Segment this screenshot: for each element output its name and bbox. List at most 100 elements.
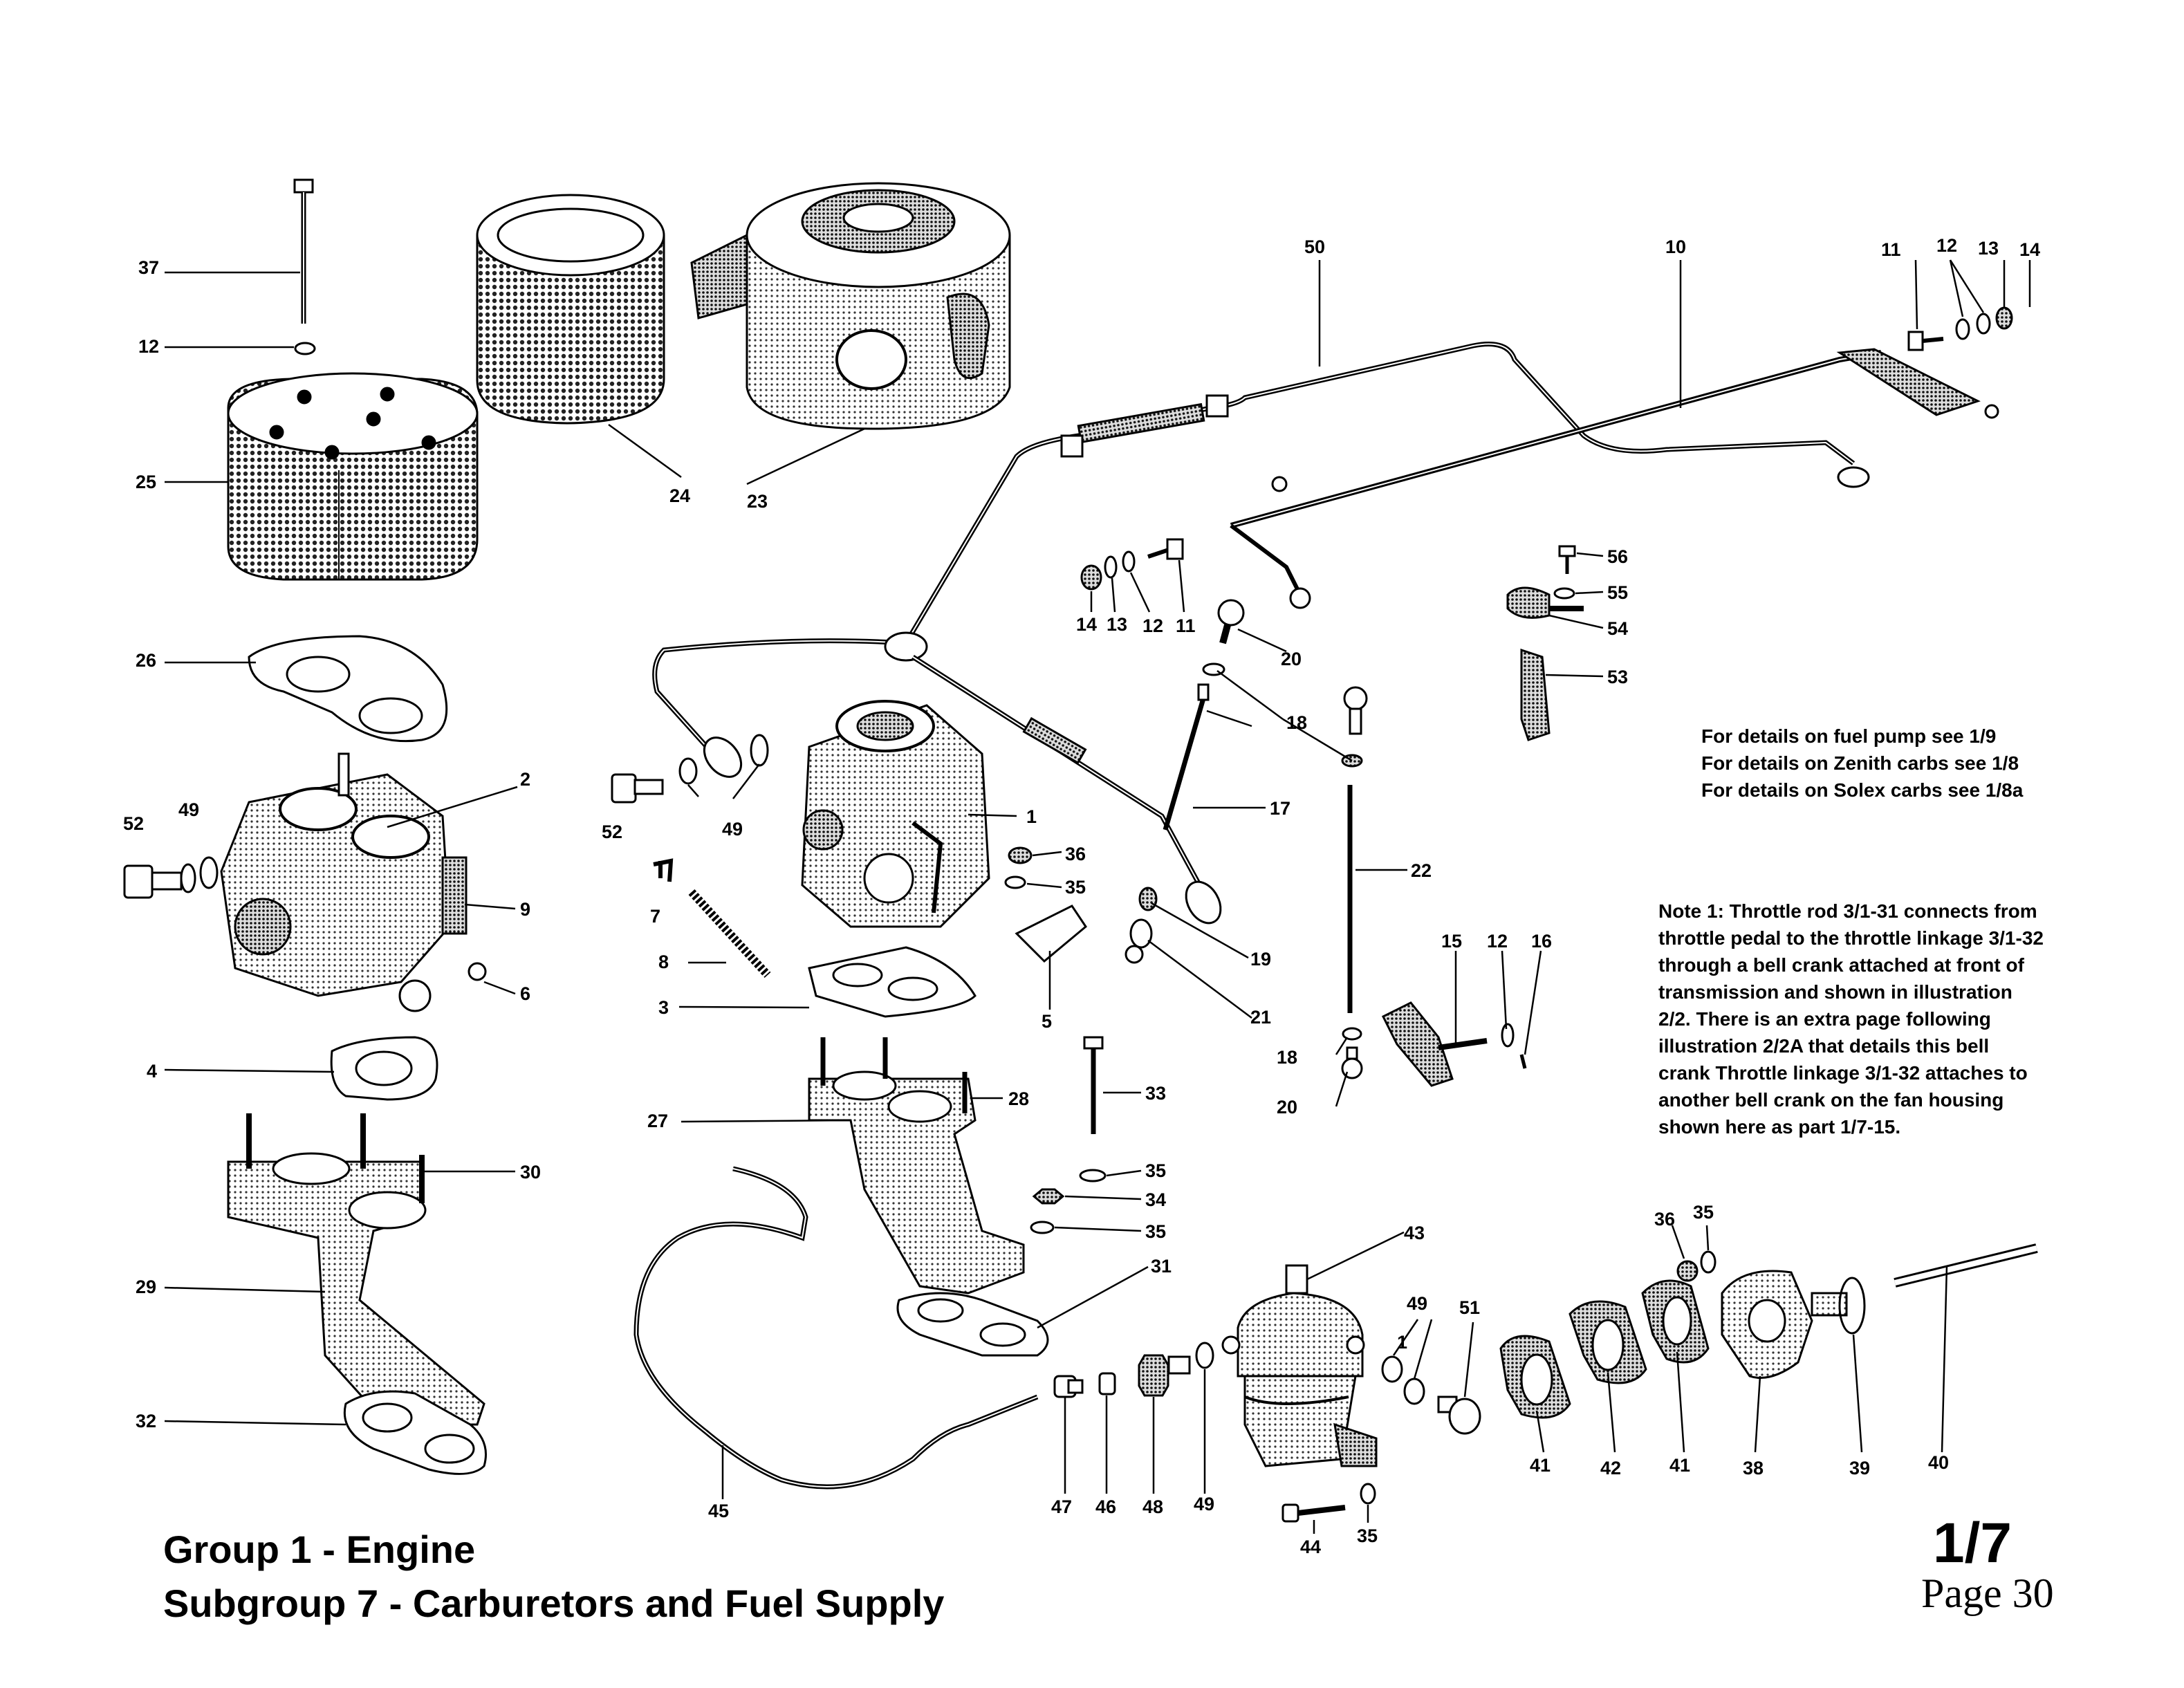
callout-12: 12 [1142, 615, 1164, 636]
washer-12b [1955, 318, 1970, 340]
callout-20: 20 [1277, 1097, 1298, 1117]
clip-19 [1138, 887, 1158, 911]
group-title: Group 1 - Engine [163, 1528, 476, 1571]
screw-56 [1558, 545, 1576, 574]
throttle-rod-50 [903, 342, 1870, 644]
callout-50: 50 [1304, 236, 1326, 257]
callout-9: 9 [520, 899, 531, 920]
callout-14: 14 [1076, 614, 1098, 635]
callout-11: 11 [1881, 239, 1901, 260]
nut-34 [1032, 1188, 1065, 1205]
washer-55 [1553, 587, 1575, 600]
washer-35b [1079, 1169, 1107, 1182]
callout-52: 52 [123, 813, 145, 834]
callout-35: 35 [1145, 1221, 1167, 1242]
page-code: 1/7 [1933, 1512, 2012, 1575]
callout-25: 25 [136, 472, 157, 492]
note-1-line: transmission and shown in illustration [1658, 981, 2012, 1003]
callout-37: 37 [138, 257, 160, 278]
callout-36: 36 [1654, 1209, 1676, 1230]
washer-12 [294, 342, 316, 355]
callout-51: 51 [1459, 1297, 1481, 1318]
washer-12d [1501, 1023, 1515, 1048]
callout-52: 52 [602, 822, 623, 842]
callout-29: 29 [136, 1277, 157, 1297]
note-fuel-pump: For details on fuel pump see 1/9 [1701, 725, 1997, 747]
callout-36: 36 [1065, 844, 1086, 864]
callout-18: 18 [1277, 1047, 1298, 1068]
gasket-3 [808, 946, 977, 1018]
gasket-32 [343, 1390, 487, 1475]
washer-49f [1403, 1378, 1425, 1405]
callout-35: 35 [1065, 877, 1086, 898]
spacer-42 [1568, 1300, 1647, 1384]
washer-18a [1202, 662, 1225, 676]
washer-49c [678, 757, 698, 785]
washer-35e [1700, 1250, 1716, 1274]
callout-11: 11 [1176, 615, 1196, 636]
note-1: Note 1: Throttle rod 3/1-31 connects fro… [1658, 898, 2044, 1140]
washer-12c [1122, 550, 1136, 573]
callout-55: 55 [1607, 582, 1629, 603]
plug-51 [1437, 1395, 1481, 1435]
callout-16: 16 [1531, 931, 1553, 952]
nut-14a [1995, 306, 2013, 330]
callout-8: 8 [658, 952, 669, 972]
nut-36b [1676, 1260, 1699, 1282]
gasket-41a [1499, 1335, 1571, 1419]
callout-32: 32 [136, 1411, 157, 1431]
callout-40: 40 [1928, 1452, 1950, 1473]
callout-54: 54 [1607, 618, 1629, 639]
push-rod-40 [1894, 1243, 2038, 1288]
fitting-46 [1098, 1372, 1116, 1395]
washer-13a [1976, 313, 1991, 335]
note-1-line: illustration 2/2A that details this bell [1658, 1035, 1990, 1057]
callout-41: 41 [1530, 1455, 1551, 1476]
callout-33: 33 [1145, 1083, 1167, 1104]
bell-crank-15 [1381, 1001, 1488, 1087]
callout-45: 45 [708, 1501, 730, 1521]
fitting-47 [1053, 1375, 1084, 1398]
gasket-26 [248, 635, 448, 743]
rod-17 [1163, 683, 1210, 831]
ball-joint-20b [1343, 686, 1368, 735]
callout-14: 14 [2019, 239, 2041, 260]
bolt-37 [293, 178, 314, 324]
callout-18: 18 [1286, 712, 1308, 733]
callout-49: 49 [1194, 1494, 1215, 1514]
return-spring-8 [688, 889, 771, 979]
note-1-line: crank Throttle linkage 3/1-32 attaches t… [1658, 1062, 2028, 1084]
air-cleaner-housing-23 [690, 182, 1011, 430]
callout-38: 38 [1743, 1458, 1764, 1478]
washer-35c [1030, 1221, 1055, 1234]
note-1-line: throttle pedal to the throttle linkage 3… [1658, 927, 2044, 949]
note-zenith: For details on Zenith carbs see 1/8 [1701, 752, 2019, 774]
washer-35d [1360, 1483, 1376, 1505]
washer-18c [1342, 1027, 1362, 1041]
callout-12: 12 [1936, 235, 1958, 256]
callout-23: 23 [747, 491, 768, 512]
callout-41: 41 [1669, 1455, 1691, 1476]
gasket-31 [896, 1292, 1049, 1357]
callout-53: 53 [1607, 667, 1629, 687]
fitting-48 [1138, 1354, 1191, 1397]
note-1-line: another bell crank on the fan housing [1658, 1089, 2004, 1111]
callout-21: 21 [1250, 1007, 1272, 1028]
callout-48: 48 [1142, 1496, 1164, 1517]
callout-24: 24 [669, 485, 691, 506]
page-number: Page 30 [1921, 1570, 2054, 1616]
callout-47: 47 [1051, 1496, 1073, 1517]
note-1-line: shown here as part 1/7-15. [1658, 1116, 1901, 1138]
intake-manifold-29 [227, 1113, 485, 1426]
callout-2: 2 [520, 769, 531, 790]
nut-36 [1008, 846, 1033, 864]
callout-31: 31 [1151, 1256, 1172, 1277]
carburetor-assembly-2 [220, 752, 487, 1012]
callout-5: 5 [1042, 1011, 1053, 1032]
callout-34: 34 [1145, 1189, 1167, 1210]
callout-4: 4 [147, 1061, 158, 1082]
callout-30: 30 [520, 1162, 542, 1182]
clip-54 [1506, 586, 1584, 619]
callout-35: 35 [1693, 1202, 1714, 1223]
bolt-52-left [123, 864, 183, 899]
